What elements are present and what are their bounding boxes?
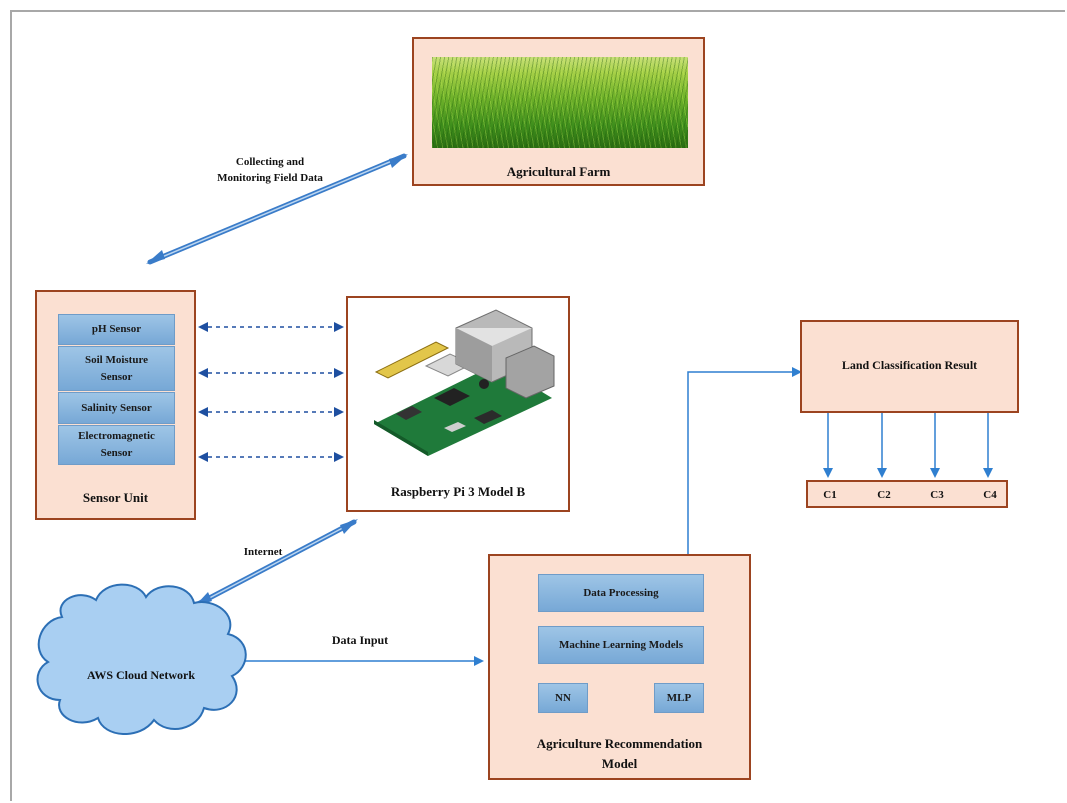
nn-block: NN	[538, 683, 588, 713]
farm-sensor-double-arrow	[146, 153, 408, 265]
class-arrows	[823, 413, 993, 478]
farm-image	[432, 57, 688, 148]
raspberry-pi-box: Raspberry Pi 3 Model B	[346, 296, 570, 512]
class-c4: C4	[983, 489, 997, 501]
class-c2: C2	[877, 489, 891, 501]
class-c3: C3	[930, 489, 944, 501]
recommendation-title-line2: Model	[601, 756, 638, 771]
farm-box: Agricultural Farm	[412, 37, 705, 186]
classification-box: Land Classification Result	[800, 320, 1019, 413]
cloud-shape	[36, 583, 247, 735]
internet-label: Internet	[243, 546, 283, 558]
result-arrow	[687, 367, 802, 556]
recommendation-model-box: Data Processing Machine Learning Models …	[488, 554, 751, 780]
figure-frame	[10, 10, 1065, 801]
data-input-label: Data Input	[331, 633, 389, 647]
sensor-soil-moisture: Soil Moisture Sensor	[58, 346, 175, 391]
farm-link-label: Collecting and Monitoring Field Data	[200, 154, 340, 186]
mlp-block: MLP	[654, 683, 704, 713]
farm-title: Agricultural Farm	[506, 164, 611, 179]
classes-box: C1 C2 C3 C4	[806, 480, 1008, 508]
class-c1: C1	[823, 489, 837, 501]
recommendation-title: Agriculture Recommendation Model	[490, 734, 749, 774]
sensor-unit-box: pH Sensor Soil Moisture Sensor Salinity …	[35, 290, 196, 520]
classification-title: Land Classification Result	[841, 358, 978, 372]
sensor-unit-title: Sensor Unit	[82, 490, 149, 505]
sensor-salinity: Salinity Sensor	[58, 392, 175, 424]
cloud-title: AWS Cloud Network	[86, 668, 195, 682]
farm-link-label-line1: Collecting and	[235, 156, 305, 168]
internet-double-arrow	[194, 519, 358, 607]
ml-models-block: Machine Learning Models	[538, 626, 704, 664]
sensor-electromagnetic: Electromagnetic Sensor	[58, 425, 175, 465]
recommendation-title-line1: Agriculture Recommendation	[536, 736, 703, 751]
raspberry-pi-board-image	[374, 309, 555, 456]
sensor-links	[198, 322, 344, 462]
data-processing-block: Data Processing	[538, 574, 704, 612]
sensor-ph: pH Sensor	[58, 314, 175, 345]
raspberry-pi-title: Raspberry Pi 3 Model B	[390, 484, 526, 499]
farm-link-label-line2: Monitoring Field Data	[217, 172, 323, 184]
